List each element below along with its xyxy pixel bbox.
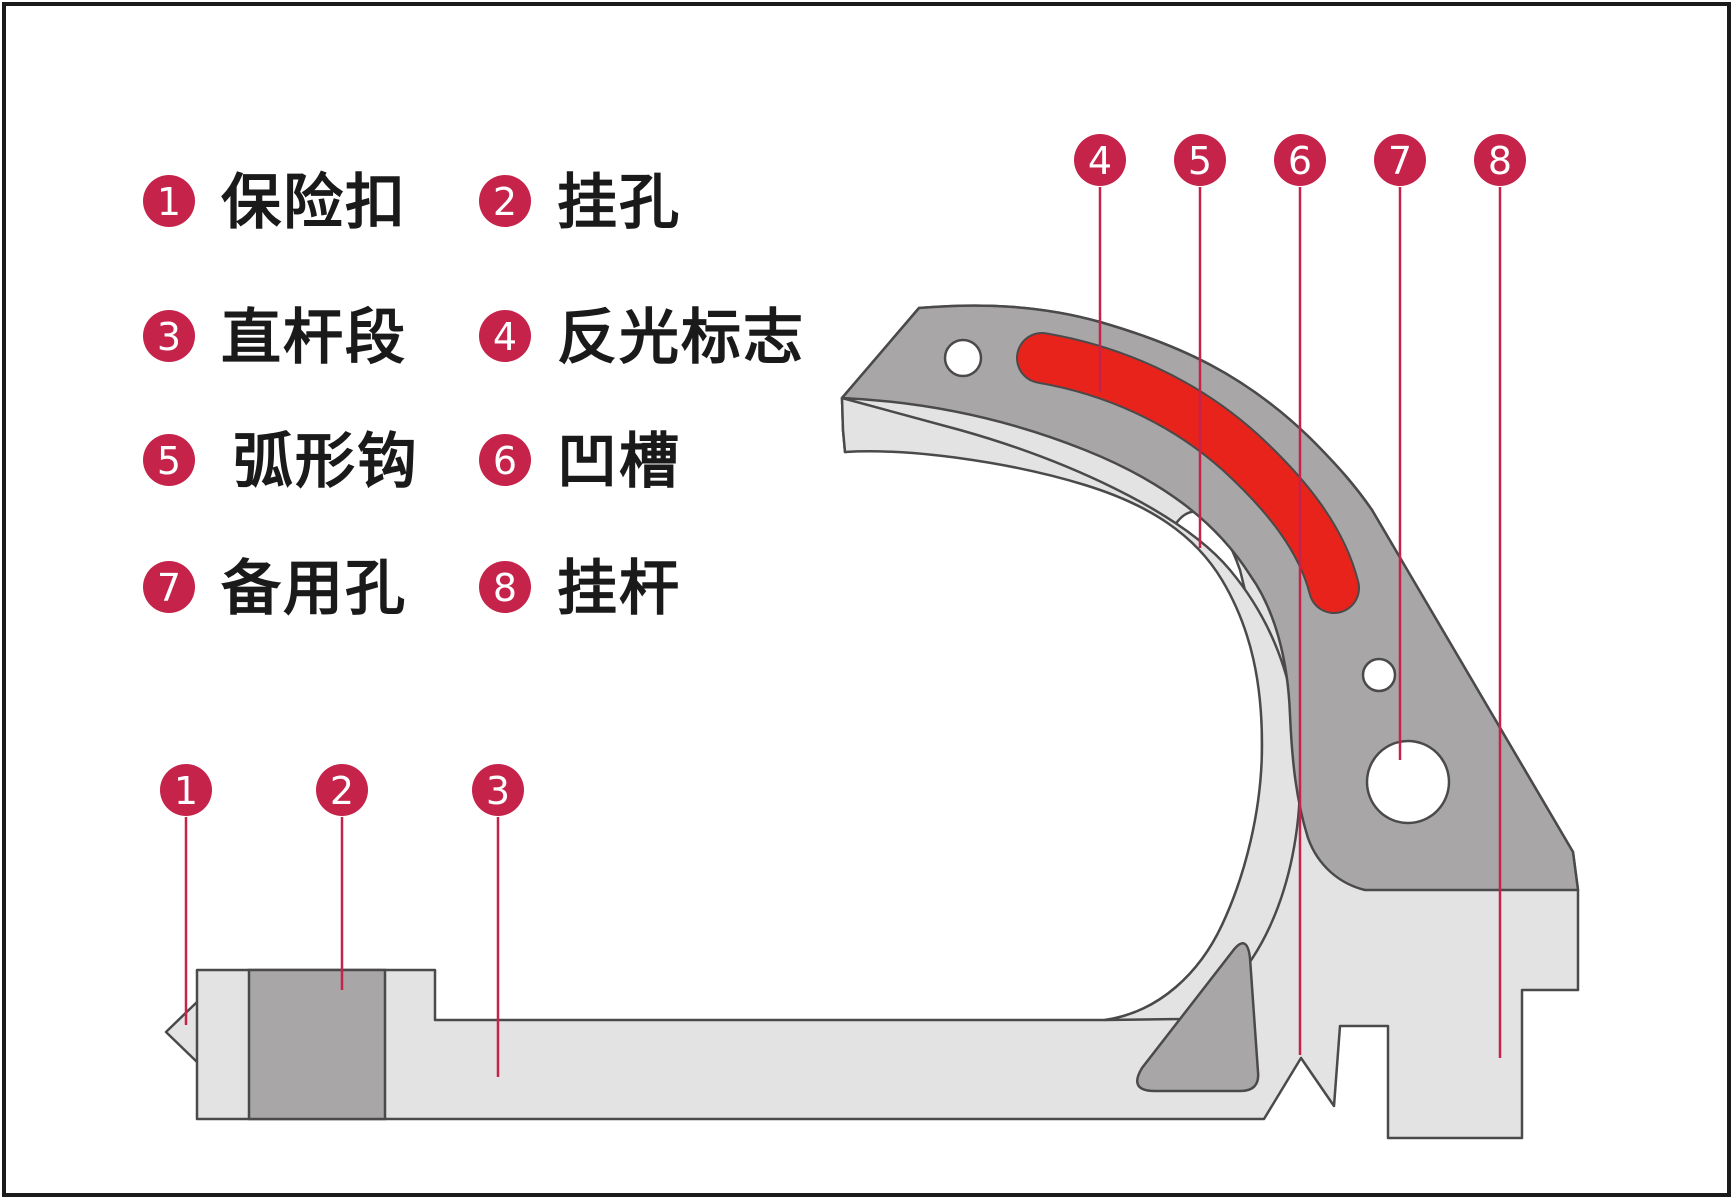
legend-circle-7 — [143, 561, 195, 613]
gusset-triangle — [1136, 942, 1260, 1093]
legend-label-5: 弧形钩 — [233, 427, 419, 497]
legend-label-1: 保险扣 — [221, 168, 407, 238]
legend-item-2: 2 挂孔 — [479, 168, 681, 238]
callout-circle-2 — [316, 764, 368, 816]
callout-badge-6: 6 — [1274, 134, 1326, 186]
hook-face — [840, 304, 1580, 892]
callout-badge-4: 4 — [1074, 134, 1126, 186]
callout-badge-7: 7 — [1374, 134, 1426, 186]
legend-item-5: 5 弧形钩 — [143, 427, 419, 497]
callout-circle-1 — [160, 764, 212, 816]
legend-label-8: 挂杆 — [557, 554, 681, 624]
legend-label-6: 凹槽 — [557, 427, 681, 497]
callout-number-5: 5 — [1188, 139, 1212, 183]
legend-item-8: 8 挂杆 — [479, 554, 681, 624]
callout-number-1: 1 — [174, 769, 198, 813]
legend-item-7: 7 备用孔 — [143, 554, 407, 624]
legend-circle-6 — [479, 434, 531, 486]
legend-item-6: 6 凹槽 — [479, 427, 681, 497]
callout-number-2: 2 — [330, 769, 354, 813]
callout-circle-3 — [472, 764, 524, 816]
callout-circle-6 — [1274, 134, 1326, 186]
callout-badge-8: 8 — [1474, 134, 1526, 186]
legend-circle-5 — [143, 434, 195, 486]
legend-label-4: 反光标志 — [557, 303, 805, 373]
legend-circle-3 — [143, 310, 195, 362]
callout-number-7: 7 — [1388, 139, 1412, 183]
legend-label-2: 挂孔 — [557, 168, 681, 238]
callout-circle-7 — [1374, 134, 1426, 186]
legend-number-7: 7 — [157, 566, 181, 610]
callout-circle-8 — [1474, 134, 1526, 186]
callout-circle-4 — [1074, 134, 1126, 186]
callout-number-4: 4 — [1088, 139, 1112, 183]
legend-circle-4 — [479, 310, 531, 362]
legend-item-3: 3 直杆段 — [143, 303, 407, 373]
top-small-hole — [943, 338, 983, 378]
callout-badge-3: 3 — [472, 764, 524, 816]
callout-number-6: 6 — [1288, 139, 1312, 183]
legend-label-7: 备用孔 — [221, 554, 407, 624]
legend-number-5: 5 — [157, 439, 181, 483]
legend-number-2: 2 — [493, 180, 517, 224]
callout-badge-1: 1 — [160, 764, 212, 816]
callout-badge-5: 5 — [1174, 134, 1226, 186]
hang-hole-block — [247, 968, 387, 1121]
legend-circle-1 — [143, 175, 195, 227]
legend-number-4: 4 — [493, 315, 517, 359]
reflective-strip — [1018, 334, 1358, 612]
legend-number-8: 8 — [493, 566, 517, 610]
spare-hole — [1365, 739, 1451, 825]
legend-number-1: 1 — [157, 180, 181, 224]
legend-circle-8 — [479, 561, 531, 613]
callout-number-3: 3 — [486, 769, 510, 813]
legend-circle-2 — [479, 175, 531, 227]
legend-label-3: 直杆段 — [221, 303, 407, 373]
callout-number-8: 8 — [1488, 139, 1512, 183]
mid-small-hole — [1361, 657, 1397, 693]
legend-number-6: 6 — [493, 439, 517, 483]
callout-badge-2: 2 — [316, 764, 368, 816]
legend-number-3: 3 — [157, 315, 181, 359]
callout-circle-5 — [1174, 134, 1226, 186]
legend-item-1: 1 保险扣 — [143, 168, 407, 238]
legend-item-4: 4 反光标志 — [479, 303, 805, 373]
